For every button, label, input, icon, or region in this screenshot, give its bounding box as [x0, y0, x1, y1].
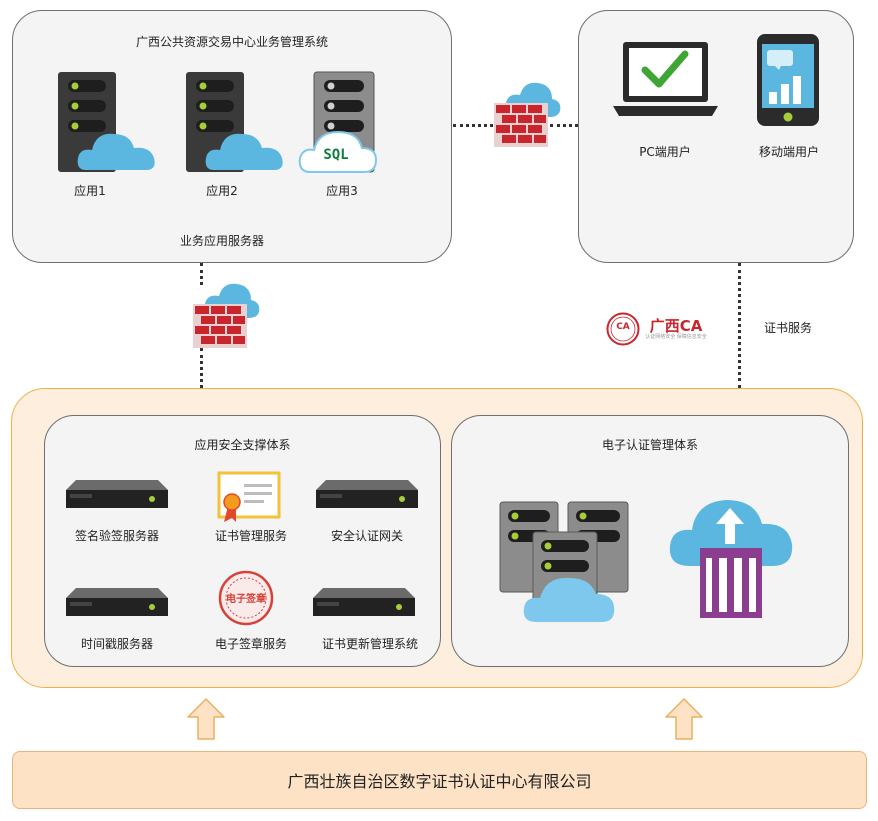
cloud-upload-storage-icon: [669, 500, 793, 618]
app-security-title: 应用安全支撑体系: [194, 438, 291, 452]
connector-right-firewall: [550, 124, 578, 127]
ca-logo-text: 广西CA: [649, 317, 703, 335]
security-item-label-5: 电子签章服务: [214, 637, 287, 651]
business-system-title: 广西公共资源交易中心业务管理系统: [135, 35, 328, 49]
mobile-user-label: 移动端用户: [758, 145, 819, 159]
company-name: 广西壮族自治区数字证书认证中心有限公司: [287, 772, 592, 791]
security-item-label-3: 安全认证网关: [330, 529, 403, 543]
firewall-cloud-icon: [193, 283, 260, 348]
server-cluster-cloud-icon: [499, 501, 629, 622]
ca-logo-subtext: 认证网络安全 保障信息安全: [645, 334, 707, 340]
sql-label: SQL: [323, 147, 349, 163]
security-item-label-2: 证书管理服务: [214, 529, 287, 543]
app-label-1: 应用1: [74, 184, 106, 198]
app-label-2: 应用2: [206, 184, 238, 198]
rack-server-icon: [313, 588, 415, 616]
cert-service-label: 证书服务: [763, 321, 812, 335]
security-item-label-4: 时间戳服务器: [80, 637, 153, 651]
up-arrow-icon: [665, 698, 703, 740]
rack-server-icon: [66, 588, 168, 616]
connector-left-firewall: [453, 124, 493, 127]
laptop-check-icon: [613, 42, 718, 116]
up-arrow-icon: [187, 698, 225, 740]
connector-vertical-left-top: [200, 263, 203, 285]
app-server-cloud-icon: [186, 72, 283, 172]
electronic-seal-icon: [218, 570, 274, 626]
pc-user-label: PC端用户: [639, 145, 691, 159]
company-bar: 广西壮族自治区数字证书认证中心有限公司: [12, 751, 867, 809]
mobile-chart-icon: [757, 34, 819, 126]
business-server-label: 业务应用服务器: [179, 234, 264, 248]
security-item-label-6: 证书更新管理系统: [321, 637, 418, 651]
seal-text: 电子签章: [226, 594, 266, 605]
rack-server-icon: [316, 480, 418, 508]
certificate-icon: [217, 471, 281, 522]
security-item-label-1: 签名验签服务器: [74, 529, 159, 543]
connector-vertical-right: [738, 263, 741, 388]
connector-vertical-left-bottom: [200, 348, 203, 388]
app-label-3: 应用3: [326, 184, 358, 198]
guangxi-ca-logo-icon: [606, 312, 640, 346]
sql-database-server-icon: [298, 71, 378, 173]
e-auth-title: 电子认证管理体系: [601, 438, 698, 452]
app-server-cloud-icon: [58, 72, 155, 172]
firewall-cloud-icon: [494, 82, 561, 147]
rack-server-icon: [66, 480, 168, 508]
ca-logo-mark: CA: [616, 322, 630, 332]
